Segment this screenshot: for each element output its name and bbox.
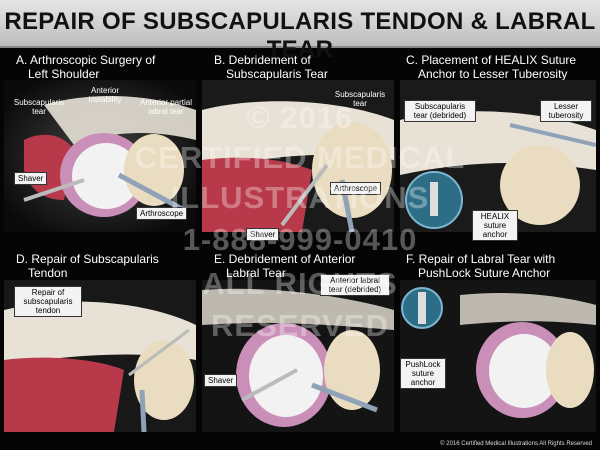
panel-b: B. Debridement of Subscapularis Tear Sub… xyxy=(202,50,394,241)
label-shaver-e: Shaver xyxy=(204,374,238,387)
panel-d: D. Repair of Subscapularis Tendon Repair… xyxy=(4,250,196,432)
panel-b-caption-line1: B. Debridement of xyxy=(214,53,311,67)
label-arthroscope-a: Arthroscope xyxy=(136,207,188,220)
label-anterior-instability: Anterior instability xyxy=(88,86,122,104)
panel-f-caption-line1: F. Repair of Labral Tear with xyxy=(406,252,556,266)
label-shaver-a: Shaver xyxy=(14,172,48,185)
page-title: REPAIR OF SUBSCAPULARIS TENDON & LABRAL … xyxy=(4,8,596,63)
panel-c-caption: C. Placement of HEALIX Suture Anchor to … xyxy=(406,53,576,81)
panel-d-caption-line2: Tendon xyxy=(28,266,68,280)
panel-d-caption-line1: D. Repair of Subscapularis xyxy=(16,252,159,266)
label-subscapularis-tear-b: Subscapularis tear xyxy=(334,90,386,108)
panel-e-caption: E. Debridement of Anterior Labral Tear xyxy=(214,252,355,280)
label-subscapularis-tear-debrided: Subscapularis tear (debrided) xyxy=(404,100,476,122)
panel-f-caption-line2: PushLock Suture Anchor xyxy=(418,266,551,280)
panel-e-illustration xyxy=(202,280,394,432)
panel-b-illustration xyxy=(202,80,394,232)
panel-b-caption-line2: Subscapularis Tear xyxy=(226,67,328,81)
panel-f-caption: F. Repair of Labral Tear with PushLock S… xyxy=(406,252,555,280)
label-arthroscope-b: Arthroscope xyxy=(330,182,382,195)
copyright-notice: © 2016 Certified Medical Illustrations A… xyxy=(440,441,592,447)
panel-d-caption: D. Repair of Subscapularis Tendon xyxy=(16,252,159,280)
panel-f-illustration xyxy=(400,280,596,432)
label-repair-of-subscapularis-tendon: Repair of subscapularis tendon xyxy=(14,286,82,317)
panel-c-caption-line1: C. Placement of HEALIX Suture xyxy=(406,53,577,67)
label-subscapularis-tear-a: Subscapularis tear xyxy=(13,98,65,116)
panel-a-caption-line1: A. Arthroscopic Surgery of xyxy=(16,53,156,67)
panel-f: F. Repair of Labral Tear with PushLock S… xyxy=(400,250,596,432)
label-shaver-b: Shaver xyxy=(246,228,280,241)
label-anterior-labral-tear-debrided: Anterior labral tear (debrided) xyxy=(320,274,390,296)
panel-c: C. Placement of HEALIX Suture Anchor to … xyxy=(400,50,596,241)
panel-e-caption-line2: Labral Tear xyxy=(226,266,286,280)
panel-a-illustration xyxy=(4,80,196,232)
panel-a-caption: A. Arthroscopic Surgery of Left Shoulder xyxy=(16,53,155,81)
panel-a-caption-line2: Left Shoulder xyxy=(28,67,100,81)
label-pushlock-suture-anchor: PushLock suture anchor xyxy=(400,358,446,389)
panel-e-caption-line1: E. Debridement of Anterior xyxy=(214,252,356,266)
panel-b-caption: B. Debridement of Subscapularis Tear xyxy=(214,53,328,81)
panel-d-illustration xyxy=(4,280,196,432)
panel-a: A. Arthroscopic Surgery of Left Shoulder… xyxy=(4,50,196,232)
panel-c-illustration xyxy=(400,80,596,232)
label-healix-suture-anchor: HEALIX suture anchor xyxy=(472,210,518,241)
panel-e: E. Debridement of Anterior Labral Tear A… xyxy=(202,250,394,432)
title-bar: REPAIR OF SUBSCAPULARIS TENDON & LABRAL … xyxy=(0,0,600,63)
panel-c-caption-line2: Anchor to Lesser Tuberosity xyxy=(418,67,568,81)
label-lesser-tuberosity: Lesser tuberosity xyxy=(540,100,592,122)
label-anterior-partial-labral-tear: Anterior partial labral tear xyxy=(139,98,193,116)
